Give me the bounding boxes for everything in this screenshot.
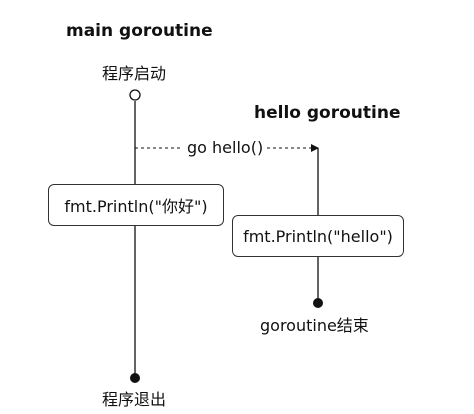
main-start-node — [129, 89, 141, 101]
main-print-box: fmt.Println("你好") — [48, 184, 224, 226]
hello-end-node — [313, 298, 323, 308]
main-goroutine-title: main goroutine — [66, 21, 213, 41]
hello-print-box: fmt.Println("hello") — [232, 215, 404, 257]
hello-goroutine-title: hello goroutine — [254, 103, 401, 123]
main-end-label: 程序退出 — [102, 390, 167, 409]
hello-end-label: goroutine结束 — [260, 316, 369, 335]
main-start-label: 程序启动 — [102, 64, 167, 83]
spawn-call-label: go hello() — [183, 140, 268, 156]
main-end-node — [130, 373, 140, 383]
